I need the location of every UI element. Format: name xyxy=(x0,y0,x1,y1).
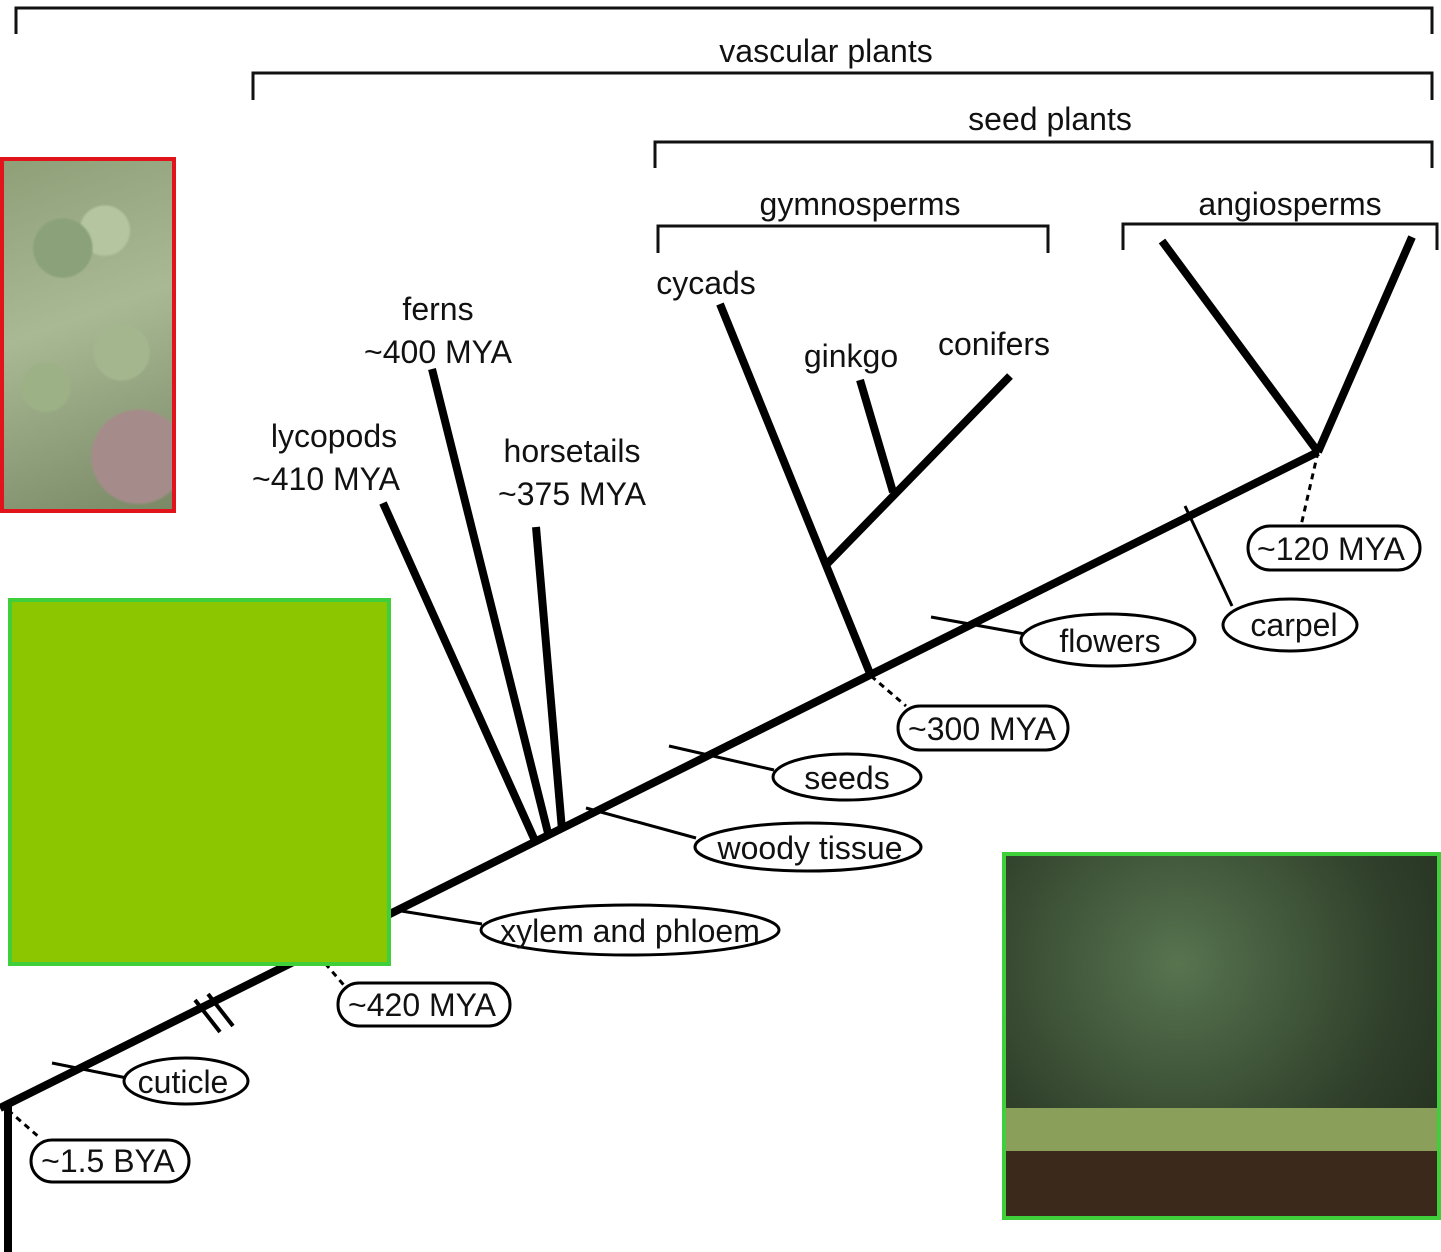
taxon-age-horsetails: ~375 MYA xyxy=(498,476,647,512)
bracket-seed-plants xyxy=(655,142,1432,168)
taxon-label-cycads: cycads xyxy=(656,265,756,301)
branches-angiosperms xyxy=(1162,237,1412,452)
taxon-label-ferns: ferns xyxy=(402,291,473,327)
svg-text:woody tissue: woody tissue xyxy=(717,830,903,866)
svg-text:seeds: seeds xyxy=(804,760,889,796)
svg-text:~120 MYA: ~120 MYA xyxy=(1257,531,1406,567)
trait-oval-woody-tissue: woody tissue xyxy=(695,823,921,871)
bracket-label-seed-plants: seed plants xyxy=(968,101,1132,137)
taxon-age-lycopods: ~410 MYA xyxy=(252,461,401,497)
date-pill-420-mya: ~420 MYA xyxy=(338,983,510,1026)
taxon-label-ginkgo: ginkgo xyxy=(804,338,898,374)
taxon-age-ferns: ~400 MYA xyxy=(364,334,513,370)
trunk-break-mark xyxy=(195,994,233,1032)
date-pill-300-mya: ~300 MYA xyxy=(898,706,1068,750)
date-pill-120-mya: ~120 MYA xyxy=(1248,526,1420,570)
svg-text:cuticle: cuticle xyxy=(138,1064,229,1100)
green-placeholder-box xyxy=(8,598,391,966)
svg-text:~420 MYA: ~420 MYA xyxy=(348,987,497,1023)
bracket-gymnosperms xyxy=(658,226,1048,253)
svg-text:~1.5 BYA: ~1.5 BYA xyxy=(41,1143,175,1179)
trait-oval-seeds: seeds xyxy=(773,754,921,800)
trait-oval-cuticle: cuticle xyxy=(124,1058,248,1104)
liverwort-photo xyxy=(0,157,176,513)
moss-photo xyxy=(1002,852,1441,1220)
bracket-vascular-plants xyxy=(253,73,1432,100)
trait-oval-xylem-phloem: xylem and phloem xyxy=(481,905,779,955)
bracket-label-vascular-plants: vascular plants xyxy=(719,33,932,69)
taxon-label-conifers: conifers xyxy=(938,326,1050,362)
bracket-label-angiosperms: angiosperms xyxy=(1198,186,1381,222)
svg-text:~300 MYA: ~300 MYA xyxy=(908,711,1057,747)
svg-text:carpel: carpel xyxy=(1250,607,1337,643)
date-pill-1-5-bya: ~1.5 BYA xyxy=(31,1140,189,1182)
trait-oval-flowers: flowers xyxy=(1021,614,1195,666)
bracket-land-plants xyxy=(16,8,1432,34)
taxon-label-lycopods: lycopods xyxy=(271,418,397,454)
svg-text:xylem and phloem: xylem and phloem xyxy=(500,913,760,949)
bracket-label-gymnosperms: gymnosperms xyxy=(760,186,961,222)
trait-oval-carpel: carpel xyxy=(1223,599,1357,651)
svg-text:flowers: flowers xyxy=(1059,623,1160,659)
taxon-label-horsetails: horsetails xyxy=(504,433,641,469)
